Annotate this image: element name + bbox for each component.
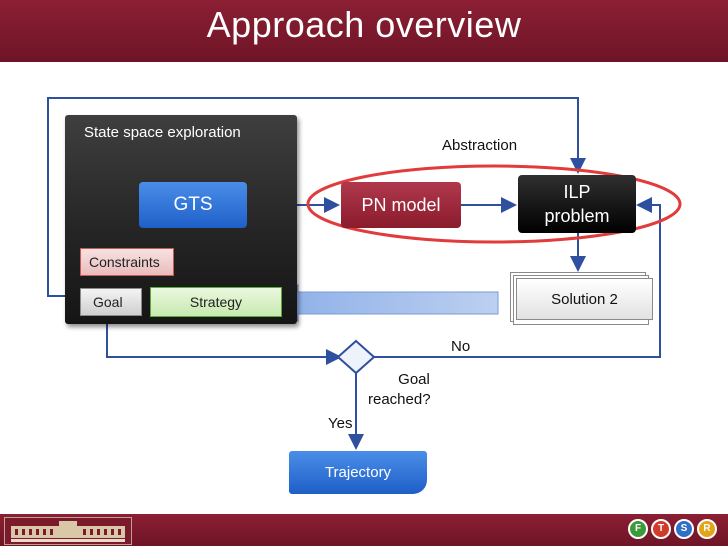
- strategy-node: Strategy: [150, 287, 282, 317]
- ilp-problem-node: ILP problem: [518, 175, 636, 233]
- constraints-node: Constraints: [80, 248, 174, 276]
- ftsrg-logo-t: T: [651, 519, 671, 539]
- goal-node: Goal: [80, 288, 142, 316]
- goal-reached-line1: Goal: [398, 371, 430, 388]
- ilp-line1: ILP: [563, 182, 591, 202]
- no-arrow: [374, 197, 661, 358]
- ftsrg-logo-s: S: [674, 519, 694, 539]
- trajectory-node: Trajectory: [289, 451, 427, 494]
- abstraction-label: Abstraction: [442, 137, 518, 154]
- university-logo: [4, 517, 132, 545]
- yes-label: Yes: [328, 415, 353, 432]
- solution-node: Solution 2: [516, 278, 653, 320]
- ftsrg-logo-r: R: [697, 519, 717, 539]
- no-label: No: [451, 338, 471, 355]
- pn-model-node: PN model: [341, 182, 461, 228]
- title-bar: [0, 0, 728, 62]
- goal-reached-line2: reached?: [368, 391, 431, 408]
- panel-title: State space exploration: [84, 124, 241, 141]
- slide-title: Approach overview: [206, 4, 522, 45]
- highlight-ellipse: [306, 164, 682, 244]
- decision-diamond: [336, 339, 376, 375]
- solution-to-strategy-arrow: [282, 283, 499, 323]
- loop-arrow: [47, 97, 586, 297]
- ilp-line2: problem: [544, 206, 610, 226]
- goal-to-decision-arrow: [106, 316, 342, 365]
- ftsrg-logo-f: F: [628, 519, 648, 539]
- building-icon: [11, 521, 125, 542]
- gts-node: GTS: [139, 182, 247, 228]
